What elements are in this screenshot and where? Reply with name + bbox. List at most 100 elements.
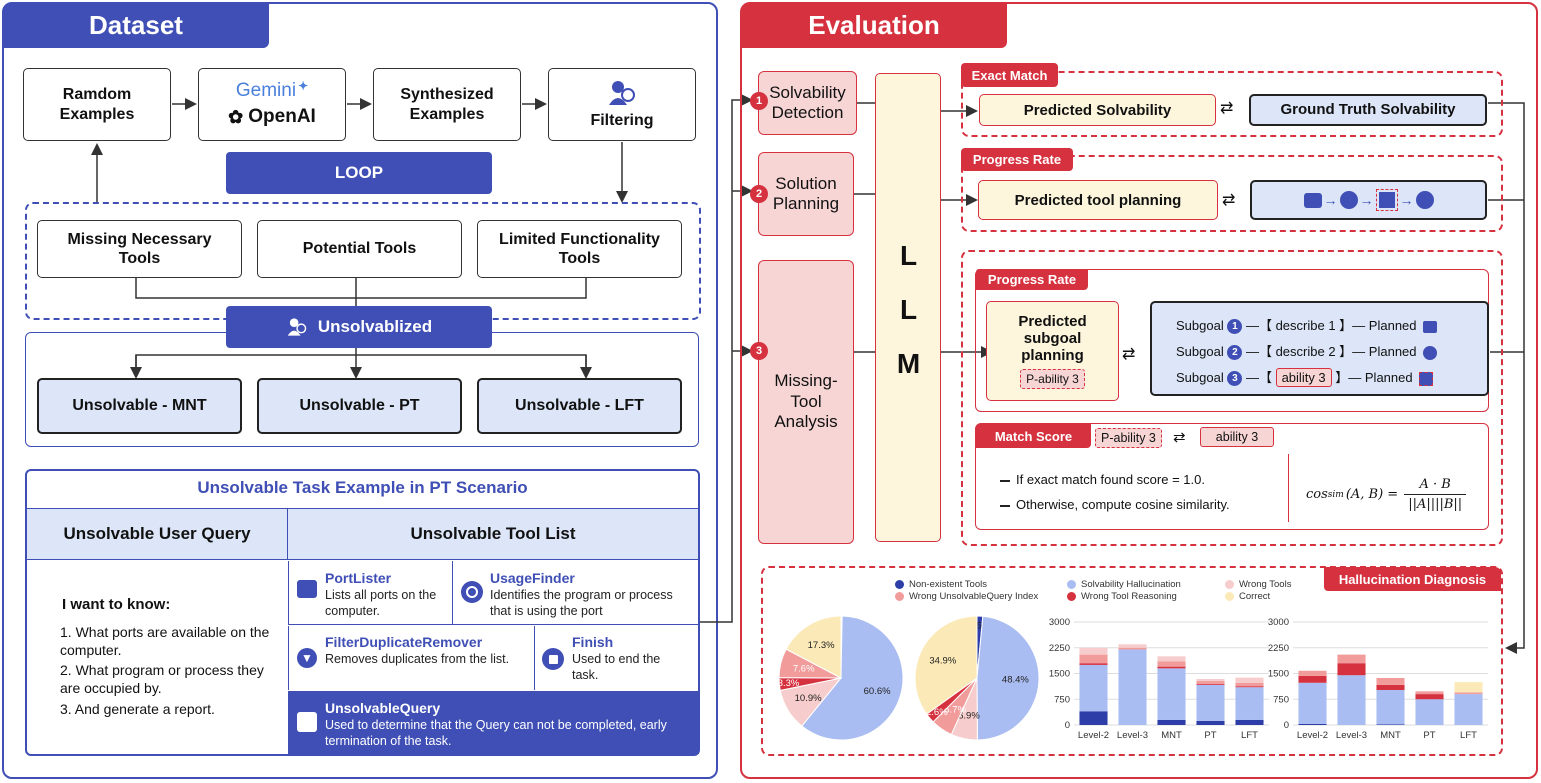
pie1-slice-label-2: 10.9%: [795, 693, 822, 704]
tool-desc-unsolvablequery: Used to determine that the Query can not…: [325, 718, 667, 749]
match-score-label: Match Score: [976, 424, 1091, 448]
bar2-ytick: 3000: [1268, 617, 1289, 628]
legend-item: Wrong Tool Reasoning: [1067, 591, 1225, 602]
predicted-tool-planning-box: Predicted tool planning: [978, 180, 1218, 220]
openai-label: OpenAI: [248, 106, 316, 127]
bar2-bar-2: [1376, 689, 1405, 725]
tool-chain-box: → → →: [1250, 180, 1487, 220]
bar1-ytick: 1500: [1049, 669, 1070, 680]
bar1-ytick: 0: [1065, 720, 1070, 731]
bar1-bar-4: [1235, 682, 1264, 687]
predicted-subgoal-box: Predicted subgoal planning P-ability 3: [986, 301, 1119, 401]
bar2-bar-4: [1454, 692, 1483, 695]
step-missing-tool: Missing-Tool Analysis: [758, 260, 854, 544]
swap-arrows-2: ⇄: [1222, 192, 1236, 209]
search-circle-icon: [1339, 191, 1358, 209]
bar1-bar-0: [1079, 663, 1108, 665]
bar2-bar-3: [1415, 691, 1444, 695]
filtering-label: Filtering: [590, 111, 654, 129]
potential-tools-box: Potential Tools: [257, 220, 462, 278]
pie2-slice-label-3: 5.7%: [944, 705, 966, 716]
port-icon: [297, 580, 317, 598]
p-ability-tag-2: P-ability 3: [1095, 428, 1162, 448]
predicted-solvability-box: Predicted Solvability: [979, 94, 1216, 126]
exact-match-region: [961, 71, 1503, 137]
llm-box: L L M: [875, 73, 941, 542]
pie2-slice-label-5: 34.9%: [929, 655, 956, 666]
progress-rate-region-1: [961, 155, 1503, 232]
step-solution: Solution Planning: [758, 152, 854, 236]
bar1-xtick: PT: [1204, 730, 1216, 741]
gemini-label: Gemini: [235, 80, 297, 102]
pie2-slice-label-1: 48.4%: [1002, 675, 1029, 686]
tool-name-unsolvablequery: UnsolvableQuery: [325, 700, 441, 716]
subgoal-row-3: Subgoal 3 —【 ability 3 】— Planned: [1176, 367, 1434, 387]
bar2-xtick: Level-2: [1297, 730, 1328, 741]
tool-name-finish: Finish: [572, 634, 614, 650]
bar2-bar-0: [1298, 670, 1327, 676]
tool-cell-unsolvablequery: [288, 691, 699, 754]
bar1-bar-0: [1079, 647, 1108, 655]
bar1-bar-3: [1196, 684, 1225, 721]
evaluation-panel: [740, 2, 1538, 779]
tool-name-usagefinder: UsageFinder: [490, 570, 575, 586]
tool-cell-usagefinder: [453, 561, 699, 625]
bar1-bar-3: [1196, 678, 1225, 682]
tool-desc-portlister: Lists all ports on the computer.: [325, 588, 437, 619]
pie1-slice-1: [801, 615, 904, 741]
tool-desc-usagefinder: Identifies the program or process that i…: [490, 588, 673, 619]
bullet-1: If exact match found score = 1.0.: [1000, 472, 1205, 487]
evaluation-title: Evaluation: [741, 3, 1007, 48]
legend-swatch: [1225, 591, 1234, 601]
step-2-badge: 2: [750, 185, 768, 203]
missing-tool-region: [961, 250, 1503, 546]
bar1-bar-3: [1196, 720, 1225, 725]
pie1-slice-label-3: 3.3%: [778, 678, 800, 689]
unsolvable-lft-box: Unsolvable - LFT: [477, 378, 682, 434]
port-icon: [1423, 320, 1438, 333]
bar1-xtick: Level-2: [1078, 730, 1109, 741]
finish-icon: [542, 648, 564, 670]
bar2-bar-4: [1454, 682, 1483, 693]
subgoal-list-box: Subgoal 1 —【 describe 1 】— Planned Subgo…: [1150, 301, 1489, 396]
arrow-icon: →: [1323, 192, 1338, 208]
step-1-badge: 1: [750, 92, 768, 110]
bar1-bar-4: [1235, 677, 1264, 683]
step-3-badge: 3: [750, 342, 768, 360]
pie2-slice-5: [914, 615, 978, 715]
step-solvability: Solvability Detection: [758, 71, 857, 135]
query-item-1: 1. What ports are available on the compu…: [60, 624, 270, 658]
example-title: Unsolvable Task Example in PT Scenario: [197, 478, 528, 497]
legend-swatch: [895, 591, 904, 601]
subgoal-row-2: Subgoal 2 —【 describe 2 】— Planned: [1176, 341, 1438, 361]
bar2-bar-4: [1454, 694, 1483, 725]
p-ability-tag: P-ability 3: [1020, 369, 1085, 389]
swap-arrows-1: ⇄: [1220, 100, 1234, 117]
bar1-bar-2: [1157, 668, 1186, 720]
bar1-bar-2: [1157, 719, 1186, 725]
bar2-bar-2: [1376, 724, 1405, 725]
query-header: Unsolvable User Query: [27, 508, 287, 560]
search-circle-icon: [461, 581, 483, 603]
hallucination-label: Hallucination Diagnosis: [1324, 567, 1501, 591]
bar1-bar-0: [1079, 711, 1108, 725]
bar1-ytick: 750: [1054, 694, 1070, 705]
port-icon: [1303, 192, 1322, 208]
example-panel: [25, 469, 700, 756]
llm-sources-box: Gemini ✦ ✿ OpenAI: [198, 68, 346, 141]
pie2-slice-label-2: 6.9%: [958, 711, 980, 722]
predicted-subgoal-label: Predicted subgoal planning: [1018, 313, 1087, 364]
legend-item: Non-existent Tools: [895, 579, 1067, 590]
match-score-region: [975, 423, 1489, 530]
person-icon: [287, 318, 307, 336]
unsolvable-pt-box: Unsolvable - PT: [257, 378, 462, 434]
eval-connectors: [854, 102, 1525, 654]
progress-rate-label-2: Progress Rate: [976, 269, 1088, 290]
filter-icon: ▼: [297, 648, 317, 668]
legend-swatch: [1067, 591, 1076, 601]
unsolvablized-text: Unsolvablized: [317, 317, 433, 336]
bar1-bar-1: [1118, 647, 1147, 650]
bar2-bar-2: [1376, 684, 1405, 690]
finish-icon: [1415, 191, 1434, 209]
